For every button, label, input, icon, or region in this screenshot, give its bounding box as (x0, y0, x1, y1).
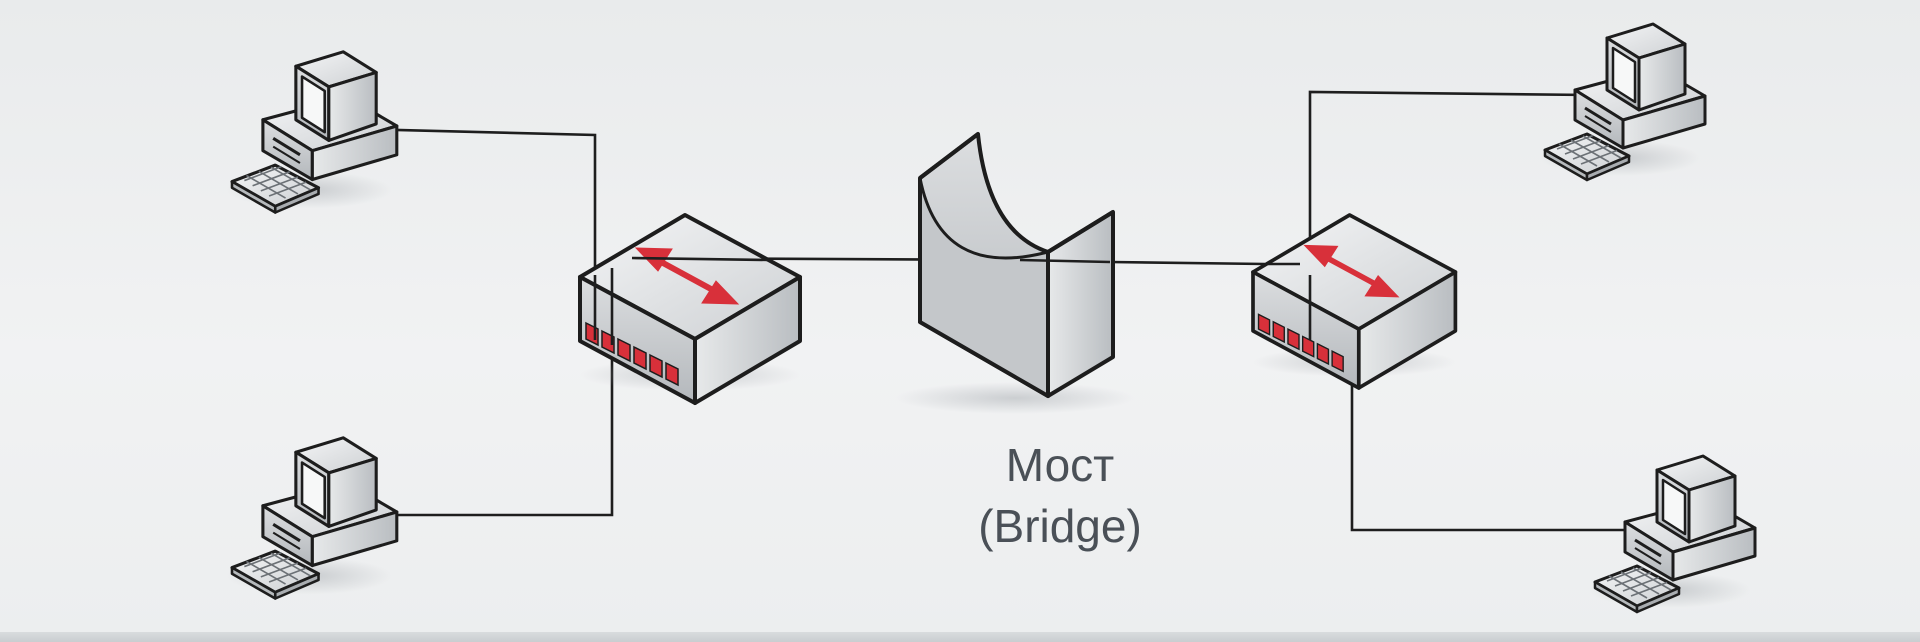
wire-pc-bottom-left (398, 345, 614, 517)
computer-icon (1588, 454, 1757, 614)
front-wires (593, 256, 1312, 345)
wire-bridge-right-switch (1109, 260, 1266, 266)
bridge-label: Мост (1005, 439, 1115, 491)
wire-through-bridge (1019, 258, 1111, 264)
switch-icon (1253, 215, 1455, 388)
bridge-icon (895, 132, 1135, 414)
computer-icon (225, 50, 399, 215)
bridge-label-english: (Bridge) (978, 500, 1142, 552)
computer-icon (225, 436, 399, 601)
computer-icon (1538, 22, 1707, 182)
wire-pc-bottom-right (1350, 380, 1632, 532)
screen-bottom-edge (0, 632, 1920, 642)
